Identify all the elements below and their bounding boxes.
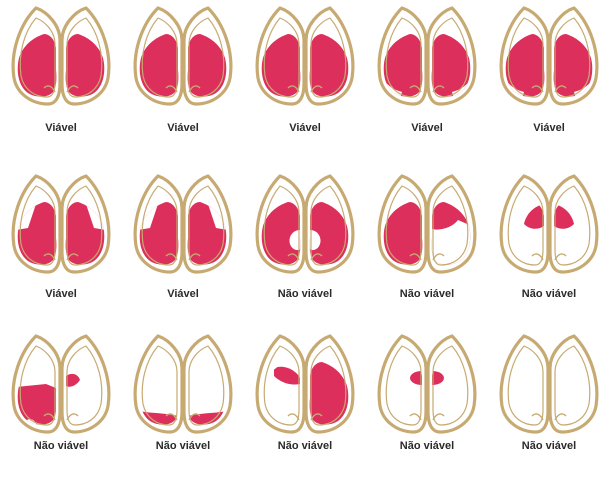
seed-label: Não viável: [488, 440, 610, 452]
seed-illustration: [6, 328, 116, 440]
seed-label: Viável: [0, 122, 122, 134]
seed-label: Não viável: [366, 440, 488, 452]
seed-cell-r1-c1: Viável: [0, 0, 122, 152]
seed-label: Não viável: [244, 440, 366, 452]
seed-cell-r2-c4: Não viável: [366, 168, 488, 320]
seed-illustration: [6, 168, 116, 280]
stained-tissue: [188, 408, 238, 440]
seed-cell-r2-c5: Não viável: [488, 168, 610, 320]
left-inner-outline: [264, 346, 299, 425]
seed-illustration: [6, 0, 116, 112]
right-cotyledon-stain: [188, 408, 238, 440]
seed-illustration: [372, 168, 482, 280]
seed-illustration: [494, 328, 604, 440]
left-cotyledon-stain: [410, 371, 434, 385]
seed-label: Viável: [0, 288, 122, 300]
seed-cell-r1-c2: Viável: [122, 0, 244, 152]
seed-cell-r3-c5: Não viável: [488, 328, 610, 480]
seed-cell-r2-c3: Não viável: [244, 168, 366, 320]
stained-tissue: [274, 367, 300, 385]
seed-label: Não viável: [0, 440, 122, 452]
seed-cell-r2-c2: Viável: [122, 168, 244, 320]
stained-tissue: [554, 204, 574, 229]
right-cotyledon-stain: [554, 204, 574, 229]
stained-tissue: [410, 371, 434, 385]
left-cotyledon-stain: [274, 367, 300, 385]
seed-illustration: [372, 328, 482, 440]
seed-cell-r1-c3: Viável: [244, 0, 366, 152]
seed-cell-r1-c4: Viável: [366, 0, 488, 152]
seed-cell-r3-c3: Não viável: [244, 328, 366, 480]
seed-illustration: [372, 0, 482, 112]
seed-cell-r3-c1: Não viável: [0, 328, 122, 480]
seed-illustration: [494, 0, 604, 112]
seed-illustration: [494, 168, 604, 280]
stained-tissue: [128, 408, 178, 440]
seed-label: Não viável: [244, 288, 366, 300]
seed-label: Viável: [366, 122, 488, 134]
seed-illustration: [128, 0, 238, 112]
seed-illustration: [250, 168, 360, 280]
stained-tissue: [66, 374, 80, 387]
seed-viability-grid: Viável Viável Viável Viável Viável Viáve…: [0, 0, 611, 457]
seed-label: Viável: [122, 122, 244, 134]
seed-cell-r3-c4: Não viável: [366, 328, 488, 480]
seed-illustration: [128, 328, 238, 440]
left-inner-outline: [386, 346, 421, 425]
right-inner-outline: [433, 346, 468, 425]
seed-cell-r2-c1: Viável: [0, 168, 122, 320]
seed-illustration: [250, 0, 360, 112]
seed-label: Não viável: [122, 440, 244, 452]
stained-tissue: [524, 204, 544, 229]
left-cotyledon-stain: [128, 408, 178, 440]
seed-label: Não viável: [488, 288, 610, 300]
left-cotyledon-stain: [524, 204, 544, 229]
seed-illustration: [128, 168, 238, 280]
right-cotyledon-stain: [420, 371, 444, 385]
seed-label: Viável: [244, 122, 366, 134]
right-cotyledon-stain: [66, 374, 80, 387]
stained-tissue: [420, 371, 444, 385]
seed-label: Não viável: [366, 288, 488, 300]
seed-label: Viável: [488, 122, 610, 134]
seed-label: Viável: [122, 288, 244, 300]
seed-illustration: [250, 328, 360, 440]
right-inner-outline: [555, 346, 590, 425]
seed-cell-r3-c2: Não viável: [122, 328, 244, 480]
seed-cell-r1-c5: Viável: [488, 0, 610, 152]
left-inner-outline: [508, 346, 543, 425]
